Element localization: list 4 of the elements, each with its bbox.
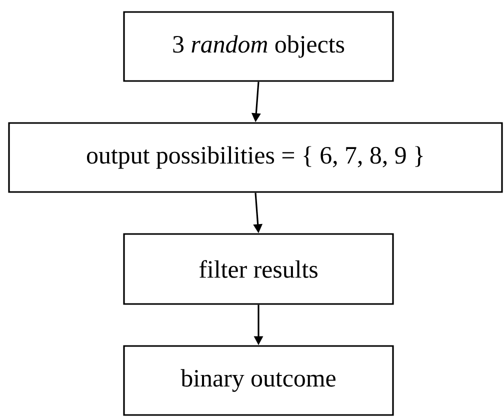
process-box: 3 random objects <box>123 11 394 82</box>
process-box: output possibilities = { 6, 7, 8, 9 } <box>8 122 503 193</box>
process-box: binary outcome <box>123 345 394 416</box>
process-box: filter results <box>123 233 394 305</box>
